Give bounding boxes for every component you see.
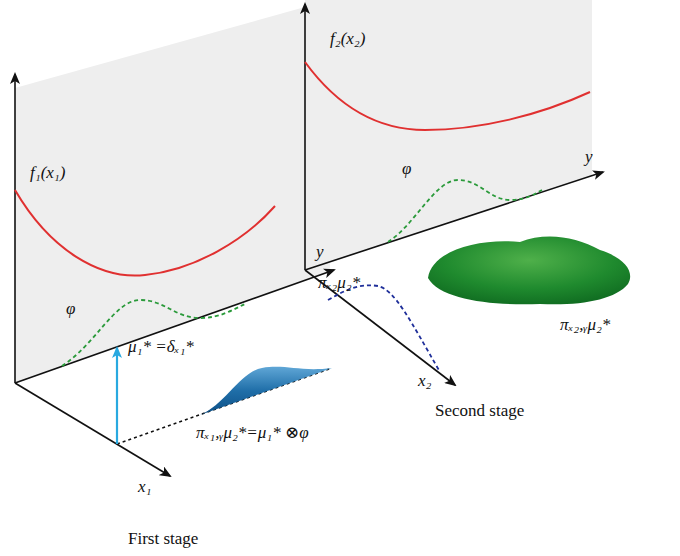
marginal-curve — [328, 285, 440, 372]
measure-label: πₓ₂μ₂* — [318, 274, 360, 293]
axis — [15, 270, 334, 383]
axis — [304, 4, 306, 270]
axis-label: y — [585, 148, 593, 167]
measure-label: πₓ₂,ᵧμ₂* — [560, 316, 610, 335]
axis-label: y — [316, 243, 324, 262]
function-label: f₁(x₁) — [30, 164, 65, 183]
hump — [200, 367, 332, 415]
axis — [305, 270, 455, 385]
stage-caption: First stage — [128, 530, 198, 549]
phi-curve — [388, 180, 542, 242]
dirac-arrow — [116, 348, 118, 444]
axis-label: x₂ — [418, 372, 431, 391]
axis — [14, 74, 16, 383]
panel — [15, 0, 330, 383]
curve-label: φ — [66, 300, 75, 319]
joint-density — [428, 236, 630, 304]
curve-label: φ — [402, 160, 411, 179]
axis — [15, 383, 170, 476]
panel — [305, 0, 592, 270]
measure-label: μ₁* =δₓ₁* — [128, 338, 194, 357]
f-curve — [305, 62, 590, 130]
phi-curve — [62, 300, 245, 366]
measure-label: πₓ₁,ᵧμ₂*=μ₁* ⊗φ — [196, 424, 309, 443]
axis-label: x₁ — [138, 478, 151, 497]
f-curve — [15, 190, 275, 276]
function-label: f₂(x₂) — [330, 30, 365, 49]
stage-caption: Second stage — [435, 402, 524, 421]
